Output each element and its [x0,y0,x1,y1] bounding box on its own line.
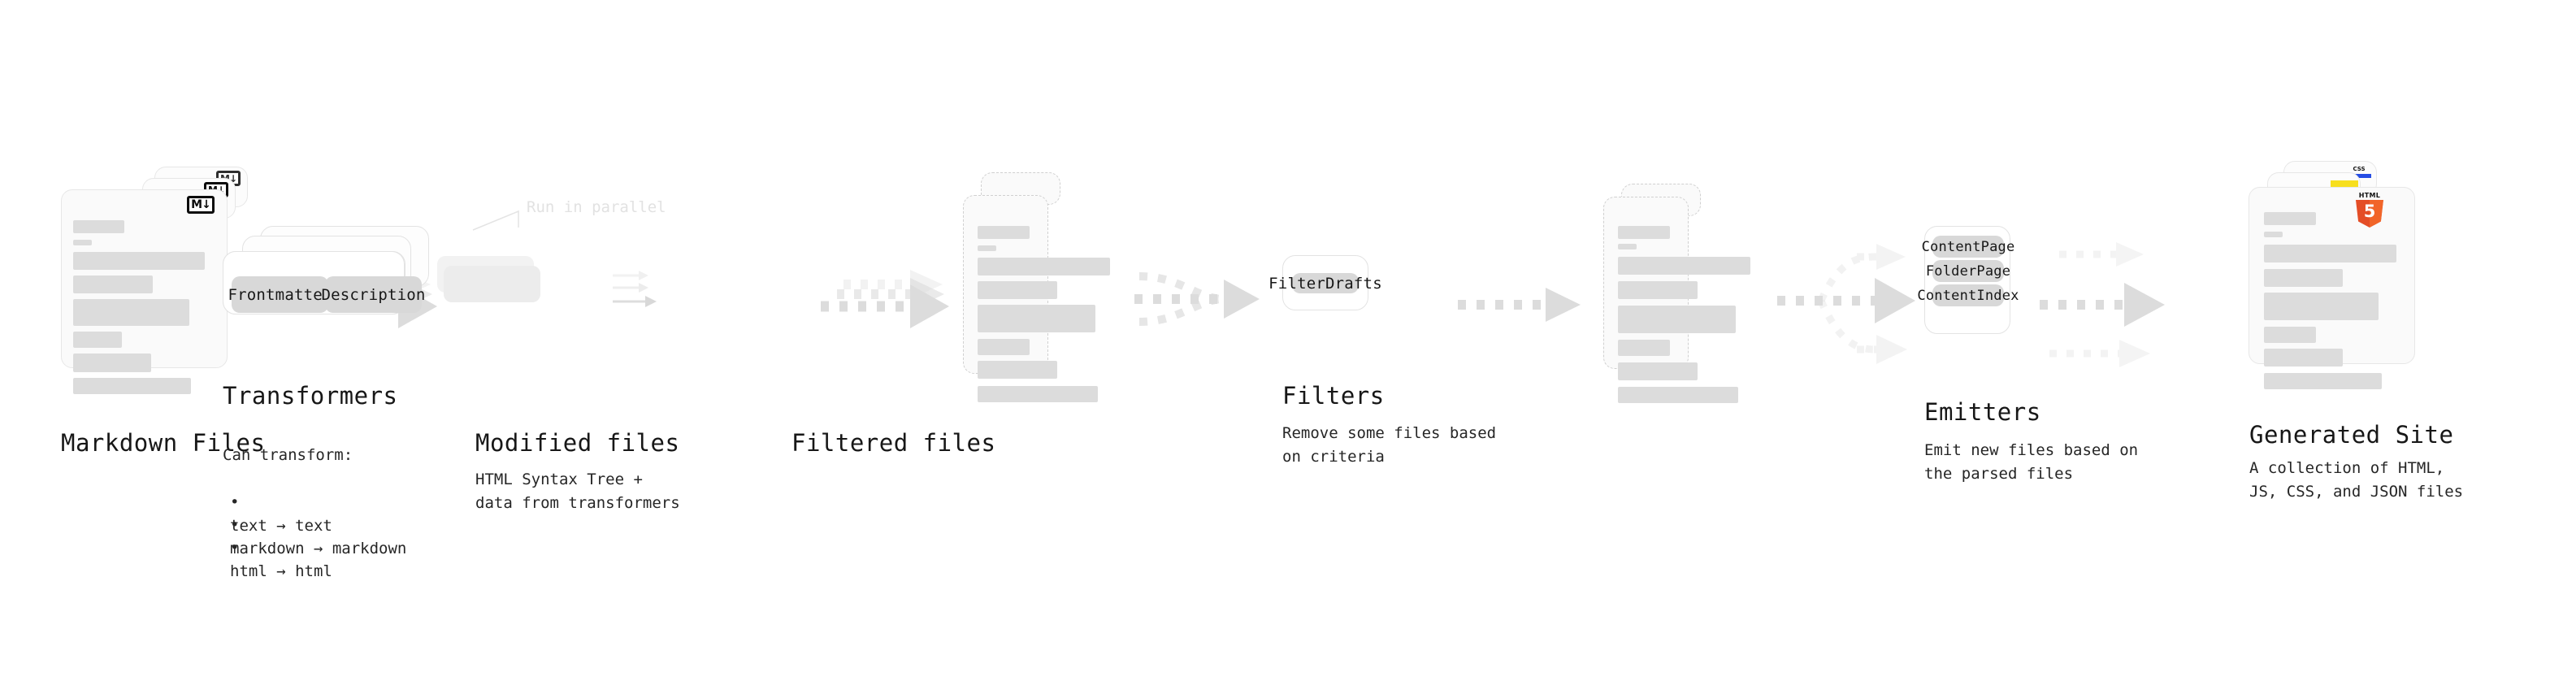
placeholder-line [1618,340,1670,356]
generated-site-desc: A collection of HTML, JS, CSS, and JSON … [2249,459,2464,501]
placeholder-line [978,361,1057,379]
placeholder-line [2264,232,2283,237]
placeholder-line [73,354,151,372]
placeholder-line [1618,387,1738,403]
arrow-emitters-to-generated [2040,242,2165,367]
chip-description[interactable]: Description [321,276,425,313]
placeholder-line [1618,257,1750,275]
transformer-inner-arrows [613,271,657,307]
transformers-bullet-2-label: markdown → markdown [230,540,407,557]
placeholder-line [1618,281,1698,299]
transformers-bullet-3-label: html → html [230,562,332,580]
placeholder-line [1618,226,1670,239]
placeholder-line [2264,212,2316,225]
placeholder-line [2264,373,2382,389]
markdown-icon: M↓ [187,196,215,214]
css-icon-label: CSS [2353,166,2366,172]
generated-site-title: Generated Site [2249,421,2454,449]
modified-files-desc: HTML Syntax Tree + data from transformer… [475,471,680,512]
placeholder-line [1618,244,1637,249]
chip-contentpage[interactable]: ContentPage [1922,236,2014,258]
transformers-bullet-2: • markdown → markdown [230,490,406,561]
css-icon: CSS [2347,166,2371,178]
placeholder-line [2264,293,2379,320]
markdown-files-title: Markdown Files [61,429,266,457]
arrow-filters-to-filtered [1458,288,1581,322]
placeholder-line [73,378,191,394]
placeholder-line [978,386,1098,402]
modified-files-title: Modified files [475,429,680,457]
placeholder-line [2264,269,2343,287]
chip-contentindex[interactable]: ContentIndex [1917,284,2019,306]
placeholder-line [2264,245,2396,262]
emitters-title: Emitters [1924,398,2041,426]
placeholder-line [1618,362,1698,380]
transformers-bullet-3: • html → html [230,513,332,583]
chip-frontmatter[interactable]: Frontmatter [228,276,332,313]
run-in-parallel-leader-line [472,210,519,231]
placeholder-line [978,245,996,251]
filters-title: Filters [1282,382,1385,410]
transformers-title: Transformers [223,382,398,410]
placeholder-line [978,305,1095,332]
placeholder-line [978,258,1110,275]
transformers-desc: Can transform: [223,446,353,464]
arrow-transformers-to-modified [821,270,949,328]
placeholder-line [73,252,205,270]
placeholder-line [978,226,1030,239]
filters-desc: Remove some files based on criteria [1282,424,1497,466]
chip-filterdrafts[interactable]: FilterDrafts [1268,273,1382,293]
placeholder-line [73,275,153,293]
html5-icon: HTML 5 [2355,192,2384,228]
arrow-filtered-to-emitters [1777,244,1915,364]
bullet-glyph: • [230,493,240,511]
bullet-glyph: • [230,539,240,557]
placeholder-line [73,299,189,326]
chip-folderpage[interactable]: FolderPage [1926,260,2010,282]
placeholder-line [73,220,124,233]
transformers-bullet-1: • text → text [230,467,332,538]
bullet-glyph: • [230,516,240,534]
filtered-files-title: Filtered files [791,429,996,457]
placeholder-line [73,332,122,348]
placeholder-line [2264,349,2343,367]
placeholder-line [1618,306,1736,333]
html5-icon-label: HTML [2358,192,2381,199]
placeholder-line [978,281,1057,299]
arrow-modified-to-filters [1134,272,1260,326]
transformers-bullet-1-label: text → text [230,517,332,535]
placeholder-line [73,240,92,245]
placeholder-line [978,339,1030,355]
emitters-desc: Emit new files based on the parsed files [1924,441,2139,483]
run-in-parallel-label: Run in parallel [527,198,666,216]
placeholder-line [2264,327,2316,343]
chip-description-mid [444,266,540,302]
html5-digit: 5 [2363,202,2376,221]
